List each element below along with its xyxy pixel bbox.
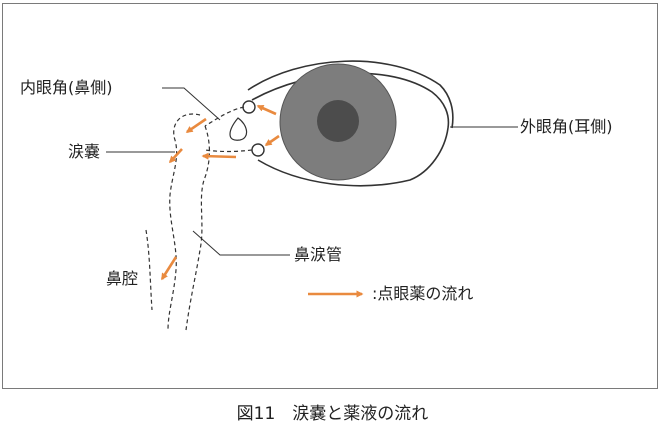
flow-arrows	[160, 104, 364, 298]
nasal-cavity-label: 鼻腔	[106, 269, 139, 288]
upper-punctum	[242, 100, 256, 114]
arrow-to-lower-punctum	[264, 134, 280, 147]
arrow-upper-canal	[185, 117, 207, 134]
arrow-sac	[168, 148, 183, 164]
caruncle	[229, 117, 248, 141]
arrow-lower-canal	[201, 152, 237, 160]
upper-eyelid-outer	[247, 60, 454, 129]
lower-canaliculus	[204, 149, 253, 153]
nasal-wall	[145, 229, 153, 311]
nasolacrimal-duct-label: 鼻涙管	[294, 245, 343, 264]
inner-canthus-label: 内眼角(鼻側)	[20, 78, 113, 97]
lacrimal-sac-label: 涙嚢	[68, 142, 101, 161]
figure-caption: 図11 涙嚢と薬液の流れ	[236, 404, 429, 424]
arrow-to-upper-punctum	[256, 104, 277, 116]
leader-duct	[192, 230, 290, 256]
legend-text: :点眼薬の流れ	[372, 284, 474, 303]
lower-eyelid	[257, 127, 449, 187]
upper-canaliculus	[204, 106, 245, 127]
lacrimal-sac-outline-right	[185, 125, 210, 331]
pupil	[317, 100, 359, 142]
leader-inner-canthus	[162, 87, 221, 121]
lacrimal-sac-outline-left	[167, 113, 201, 331]
arrow-nasal	[160, 256, 178, 281]
lower-punctum	[251, 143, 265, 157]
outer-canthus-label: 外眼角(耳側)	[520, 117, 613, 136]
